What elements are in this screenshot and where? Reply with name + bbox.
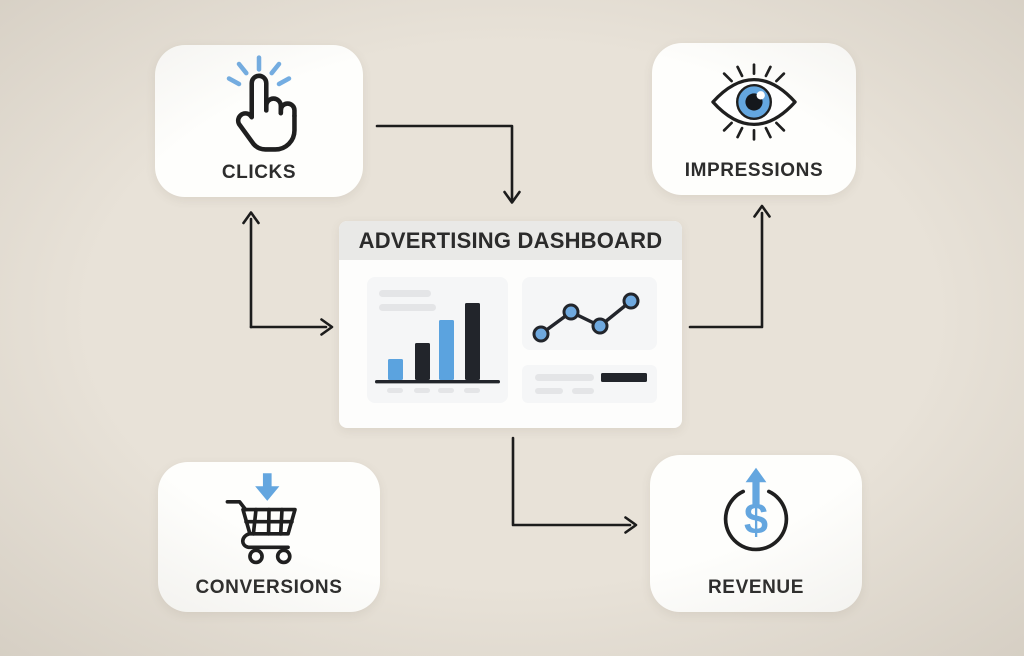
click-hand-icon xyxy=(155,45,363,163)
node-revenue: $ REVENUE xyxy=(650,455,862,612)
advertising-dashboard-card: ADVERTISING DASHBOARD xyxy=(339,221,682,428)
impressions-label: IMPRESSIONS xyxy=(684,160,824,181)
dashboard-body xyxy=(339,260,682,428)
axis-tick-placeholders xyxy=(387,388,480,393)
clicks-label: CLICKS xyxy=(221,162,297,183)
connector-dashboard-to-revenue xyxy=(511,436,638,534)
open-circle xyxy=(723,489,789,551)
mini-line-chart-panel xyxy=(522,277,657,350)
dashboard-header: ADVERTISING DASHBOARD xyxy=(339,221,682,260)
eye-icon xyxy=(652,43,856,161)
conversions-label: CONVERSIONS xyxy=(195,577,343,598)
connector-clicks-to-dashboard xyxy=(375,124,521,204)
down-arrow xyxy=(255,473,280,501)
up-arrow xyxy=(745,467,767,505)
connector-dashboard-to-clicks xyxy=(242,211,334,336)
cart-down-arrow-icon xyxy=(158,462,380,578)
dashboard-title: ADVERTISING DASHBOARD xyxy=(358,227,663,253)
stat-dark-bar xyxy=(601,373,647,382)
mini-line-chart-plot xyxy=(532,292,640,343)
node-impressions: IMPRESSIONS xyxy=(652,43,856,195)
click-rays xyxy=(226,55,292,87)
bar-chart-baseline xyxy=(375,380,500,384)
mini-bar-chart-panel xyxy=(367,277,508,403)
node-clicks: CLICKS xyxy=(155,45,363,197)
mini-bar-chart-bars xyxy=(388,303,480,380)
revenue-label: REVENUE xyxy=(707,577,805,598)
text-placeholder-lines xyxy=(535,374,594,394)
eye-rays xyxy=(722,63,786,141)
dollar-sign: $ xyxy=(744,496,768,544)
dollar-circle-up-arrow-icon: $ xyxy=(650,455,862,578)
mini-stat-panel xyxy=(522,365,657,403)
connector-dashboard-to-impressions xyxy=(688,204,771,329)
node-conversions: CONVERSIONS xyxy=(158,462,380,612)
text-placeholder-lines xyxy=(379,290,436,311)
